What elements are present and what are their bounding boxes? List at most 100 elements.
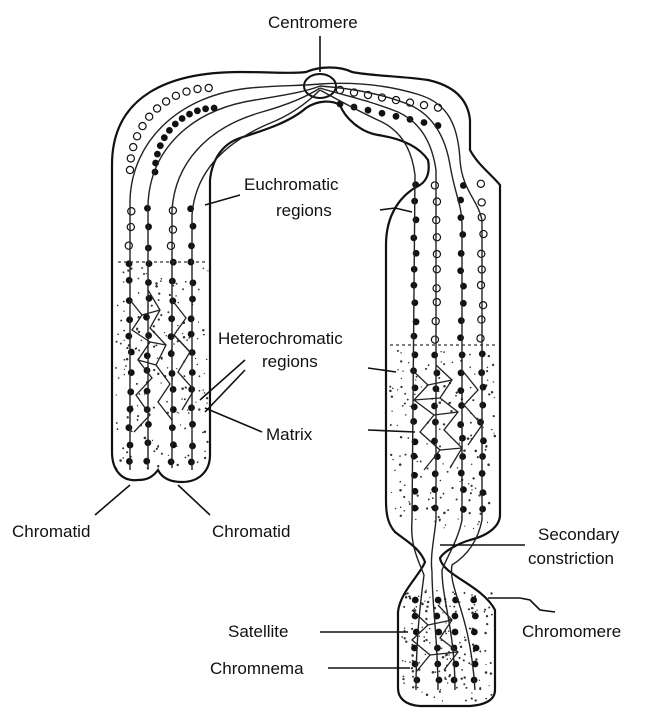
chromomere-bead [414,677,420,683]
matrix-dot [183,336,186,339]
matrix-dot [391,492,392,493]
matrix-dot [427,468,429,470]
matrix-dot [416,376,418,378]
matrix-dot [182,333,183,334]
chromomere-bead [436,677,442,683]
matrix-dot [456,498,458,500]
label-chromatid-right: Chromatid [212,522,290,541]
matrix-dot [447,658,449,660]
matrix-dot [429,642,431,644]
matrix-dot [123,457,125,459]
matrix-dot [116,422,118,424]
matrix-dot [485,664,486,665]
chromomere-bead [433,234,440,241]
matrix-dot [164,332,165,333]
matrix-dot [394,469,396,471]
matrix-dot [425,654,427,656]
matrix-dot [136,329,138,331]
matrix-dot [206,397,208,399]
matrix-dot [389,386,391,388]
matrix-dot [160,382,161,383]
chromomere-bead [125,242,132,249]
chromomere-bead [203,106,209,112]
matrix-dot [195,402,196,403]
matrix-dot [409,597,411,599]
matrix-dot [416,606,418,608]
matrix-dot [138,278,140,280]
matrix-dot [183,375,185,377]
matrix-dot [485,445,487,447]
chromomere-bead [411,419,417,425]
chromomere-bead [169,226,176,233]
matrix-dot [442,656,445,659]
matrix-dot [475,487,477,489]
matrix-dot [411,654,414,657]
matrix-dot [479,688,481,690]
matrix-dot [484,650,486,652]
matrix-dot [464,526,465,527]
label-chromonema: Chromnema [210,659,304,678]
matrix-dot [166,401,168,403]
matrix-dot [404,393,406,395]
matrix-dot [202,329,204,331]
matrix-dot [123,311,124,312]
matrix-dot [488,393,490,395]
chromomere-bead [168,459,174,465]
chromomere-bead [480,384,486,390]
matrix-dot [429,597,430,598]
matrix-dot [447,682,448,683]
matrix-dot [187,455,189,457]
matrix-dot [445,524,447,526]
matrix-dot [491,429,492,430]
chromomere-bead [477,282,484,289]
chromomere-bead [188,331,194,337]
matrix-dot [117,428,119,430]
matrix-dot [475,611,476,612]
matrix-dot [426,605,428,607]
chromomere-bead [179,116,185,122]
matrix-dot [494,435,497,438]
chromomere-bead [128,208,135,215]
matrix-dot [204,450,206,452]
matrix-dot [467,437,470,440]
matrix-dot [176,464,178,466]
matrix-dot [408,362,409,363]
chromomere-bead [144,458,150,464]
matrix-dot [161,358,163,360]
matrix-dot [443,527,444,528]
chromomere-bead [365,107,371,113]
chromomere-bead [127,155,134,162]
matrix-dot [468,662,470,664]
chromomere-bead [194,85,201,92]
matrix-dot [494,397,495,398]
matrix-dot [138,331,141,334]
chromomere-bead [434,370,440,376]
chromomere-bead [432,505,438,511]
matrix-dot [390,424,392,426]
matrix-dot [198,322,199,323]
chromomere-bead [187,111,193,117]
matrix-dot [430,492,432,494]
matrix-dot [490,592,492,594]
matrix-dot [123,281,124,282]
matrix-dot [404,637,406,639]
matrix-dot [424,591,426,593]
matrix-dot [425,368,427,370]
matrix-dot [490,662,492,664]
chromomere-bead [435,645,441,651]
matrix-dot [491,614,493,616]
matrix-dot [486,623,488,625]
matrix-dot [411,667,413,669]
matrix-dot [485,698,487,700]
matrix-dot [391,396,393,398]
matrix-dot [178,412,179,413]
matrix-dot [459,481,460,482]
matrix-dot [203,334,205,336]
matrix-dot [414,608,415,609]
matrix-dot [195,358,196,359]
matrix-dot [419,636,420,637]
matrix-dot [402,678,404,680]
matrix-dot [158,292,160,294]
matrix-dot [472,399,474,401]
chromomere-bead [433,299,440,306]
